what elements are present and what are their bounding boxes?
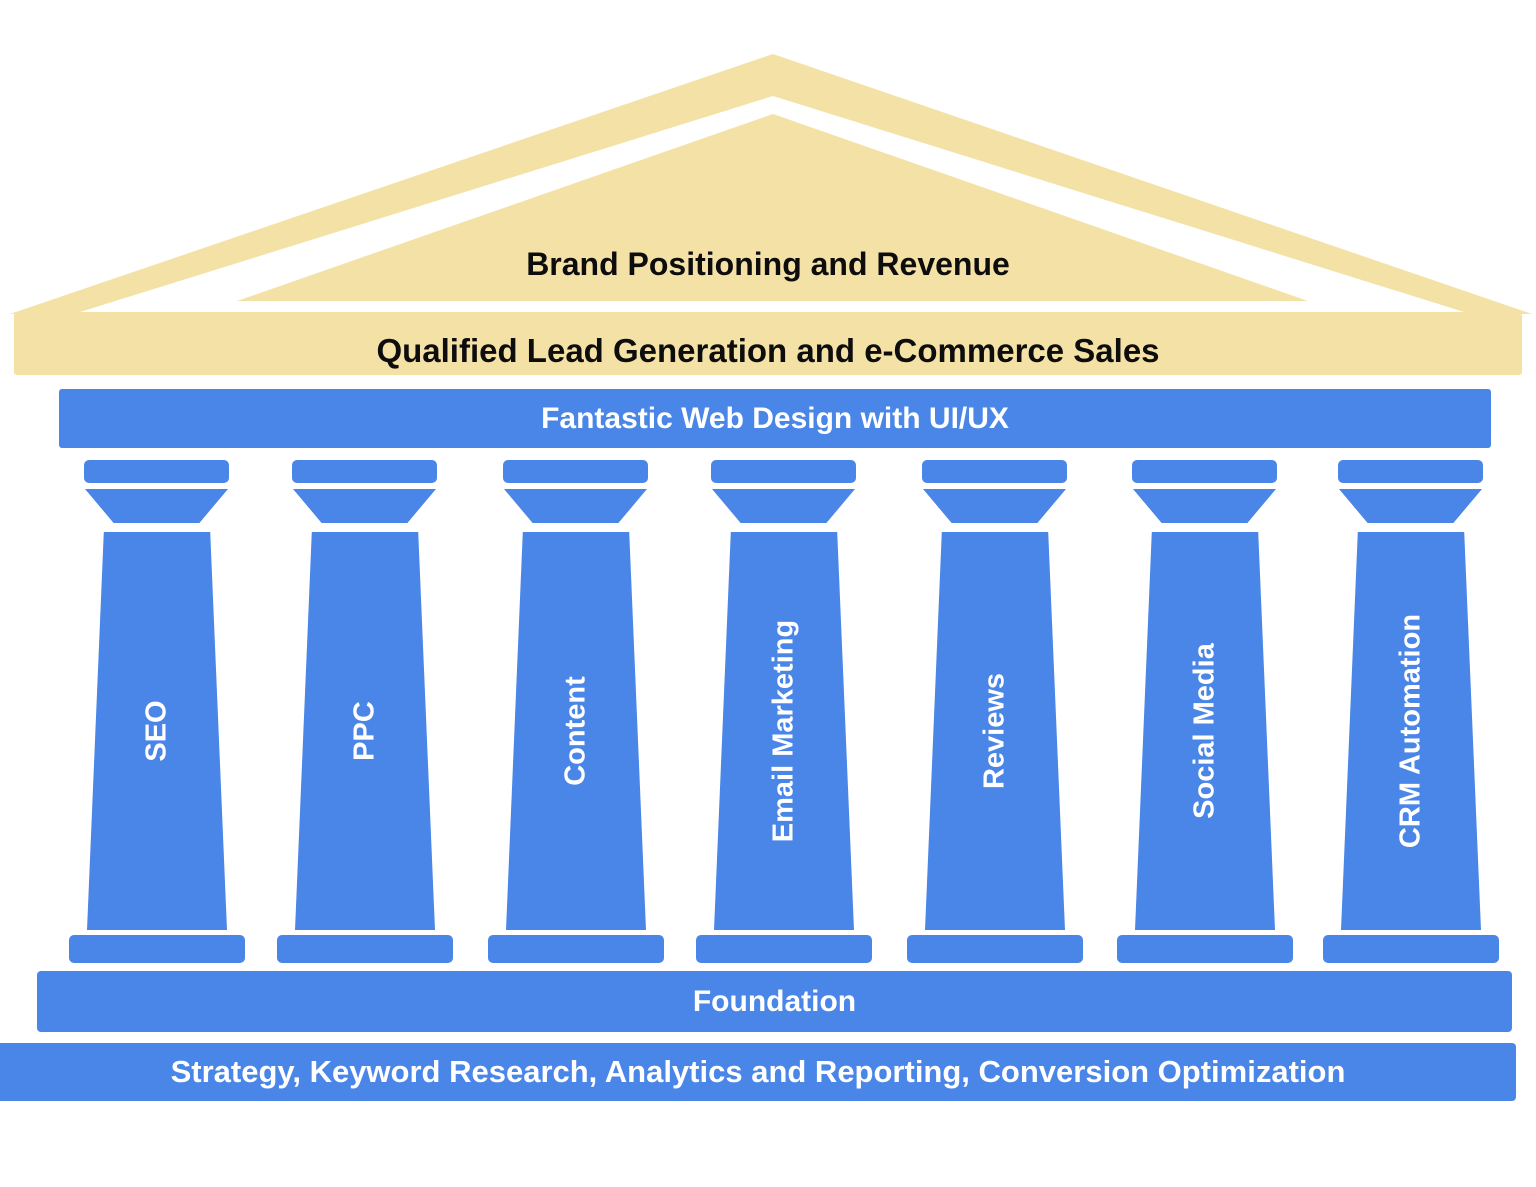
web-design-bar-label: Fantastic Web Design with UI/UX [541,401,1009,435]
architrave-label: Qualified Lead Generation and e-Commerce… [376,332,1160,369]
pillar-label: Reviews [978,672,1011,790]
pillar-seo: SEO [69,460,245,963]
pillar-capital-echinus [85,489,228,523]
pillar-base-plinth [488,935,664,963]
pillar-shaft: SEO [87,532,227,930]
pillar-capital-abacus [711,460,856,483]
pillar-capital-echinus [1133,489,1276,523]
pillar-label: SEO [140,700,173,762]
pillar-label: Email Marketing [767,619,800,843]
pillar-capital-abacus [1338,460,1483,483]
pillar-label: Content [559,676,592,786]
pillar-capital-echinus [923,489,1066,523]
pillar-shaft: Content [506,532,646,930]
pillar-reviews: Reviews [907,460,1083,963]
pillar-shaft: CRM Automation [1341,532,1481,930]
pillar-social-media: Social Media [1117,460,1293,963]
pillar-shaft: PPC [295,532,435,930]
pillar-base-plinth [1323,935,1499,963]
pillar-capital-abacus [1132,460,1277,483]
pillar-label: Social Media [1188,643,1221,819]
pillar-capital-echinus [712,489,855,523]
pillar-capital-echinus [504,489,647,523]
pillar-capital-echinus [1339,489,1482,523]
pediment-title: Brand Positioning and Revenue [526,246,1010,282]
pillar-capital-abacus [922,460,1067,483]
web-design-bar: Fantastic Web Design with UI/UX [59,389,1491,448]
pillar-capital-abacus [292,460,437,483]
pillar-capital-echinus [293,489,436,523]
pillar-shaft: Social Media [1135,532,1275,930]
pillar-shaft: Email Marketing [714,532,854,930]
pillar-base-plinth [277,935,453,963]
base-strip-label: Strategy, Keyword Research, Analytics an… [170,1054,1346,1089]
pillar-capital-abacus [503,460,648,483]
foundation-bar-label: Foundation [692,984,857,1018]
pillar-shaft: Reviews [925,532,1065,930]
pillar-base-plinth [696,935,872,963]
pillar-base-plinth [1117,935,1293,963]
pillar-capital-abacus [84,460,229,483]
pillar-label: CRM Automation [1394,613,1427,849]
foundation-bar: Foundation [37,971,1512,1032]
pillar-base-plinth [69,935,245,963]
pillar-base-plinth [907,935,1083,963]
pillar-crm-automation: CRM Automation [1323,460,1499,963]
pillar-ppc: PPC [277,460,453,963]
pillar-label: PPC [348,701,381,761]
base-strip-bar: Strategy, Keyword Research, Analytics an… [0,1043,1516,1101]
pillar-content: Content [488,460,664,963]
pillar-email-marketing: Email Marketing [696,460,872,963]
